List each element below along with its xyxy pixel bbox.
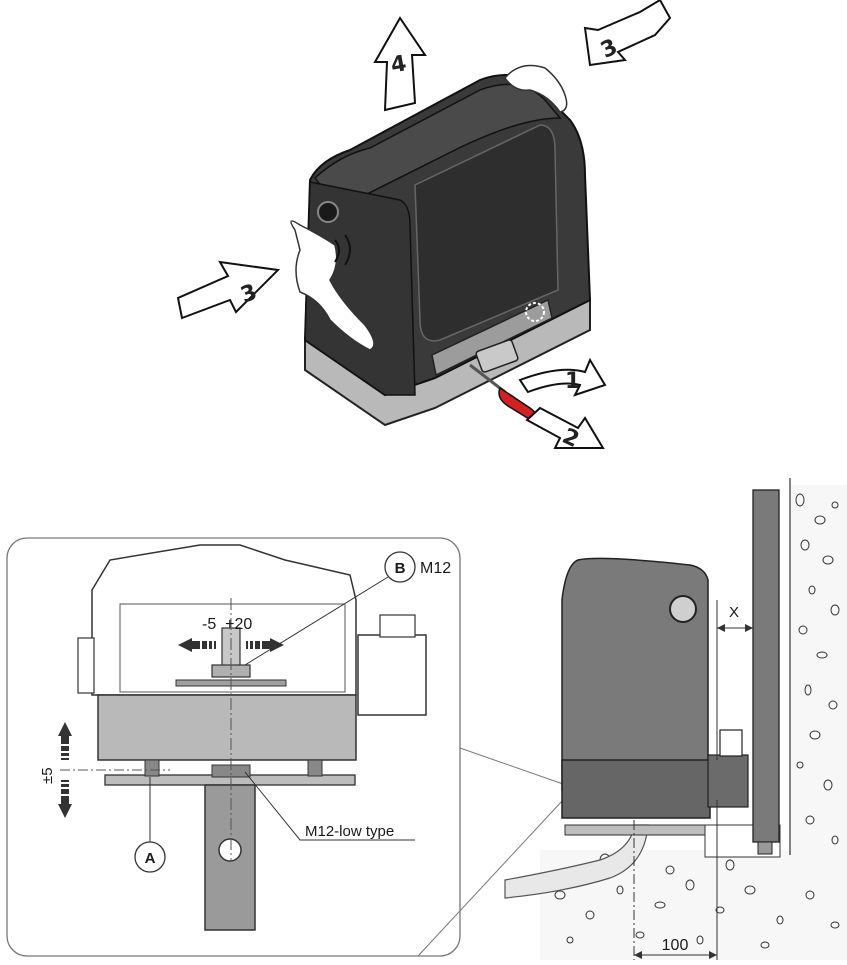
right-hand (504, 64, 568, 113)
callout-b-spec: M12 (420, 560, 451, 577)
side-operator-box (707, 754, 749, 808)
operator-front-panel (414, 124, 559, 342)
arrow-2 (525, 406, 605, 449)
gate-leaf (752, 489, 780, 843)
x-dim-head-right (745, 624, 753, 632)
side-mounting-plate (564, 824, 711, 836)
grip-marks (334, 234, 351, 266)
detail-left-tab (77, 637, 95, 694)
dim-100-head-left (634, 951, 642, 959)
arrow-4 (373, 16, 427, 112)
x-dim-head-left (717, 624, 725, 632)
dim-100-head-right (709, 951, 717, 959)
detail-side-plug (379, 614, 416, 638)
gate-wheel (757, 841, 773, 855)
gear-icon (525, 302, 545, 322)
operator-side-panel (304, 181, 416, 396)
adjust-vertical-label: ±5 (39, 767, 56, 784)
side-operator-plug (719, 729, 743, 757)
adjust-vertical-arrow (58, 722, 72, 818)
callout-b-circle (384, 551, 416, 583)
low-nut-leader (244, 771, 415, 841)
adjust-horizontal-label: -5 +20 (202, 616, 252, 633)
side-operator-base (561, 759, 711, 819)
detail-bracket-hole (218, 838, 242, 862)
callout-b-leader (244, 576, 389, 666)
low-nut-label: M12-low type (305, 823, 394, 840)
operator-cover-removal (290, 64, 592, 427)
detail-foot-right (307, 759, 323, 777)
arrow-4-label: 4 (389, 51, 408, 78)
concrete-wall (790, 485, 847, 855)
callout-b-letter: B (395, 560, 406, 577)
side-operator-body (561, 557, 709, 791)
dim-100-label: 100 (662, 937, 689, 954)
adjust-horizontal-arrow (178, 638, 284, 652)
detail-leader-bottom (417, 799, 564, 957)
detail-side-box (357, 634, 427, 716)
detail-base (97, 694, 357, 761)
arrow-1 (518, 357, 607, 397)
side-view: X 100 (504, 478, 847, 960)
side-operator-knob (669, 595, 697, 623)
detail-foot-a (144, 759, 160, 777)
arrow-3-right (583, 0, 672, 67)
release-window (431, 298, 553, 377)
arrow-1-label: 1 (565, 369, 580, 394)
release-lock (475, 339, 519, 373)
detail-leader-top (459, 747, 564, 785)
callout-a-circle (134, 841, 166, 873)
x-dim-label: X (729, 604, 739, 621)
step-arrows: 4 3 3 1 2 (176, 0, 672, 453)
arrow-3-left (176, 260, 281, 320)
screwdriver-shaft (469, 363, 506, 394)
callout-a-letter: A (145, 850, 156, 867)
operator-knob-hole (317, 201, 339, 223)
detail-panel: -5 +20 ±5 B M12 A M12-low type (6, 537, 564, 957)
